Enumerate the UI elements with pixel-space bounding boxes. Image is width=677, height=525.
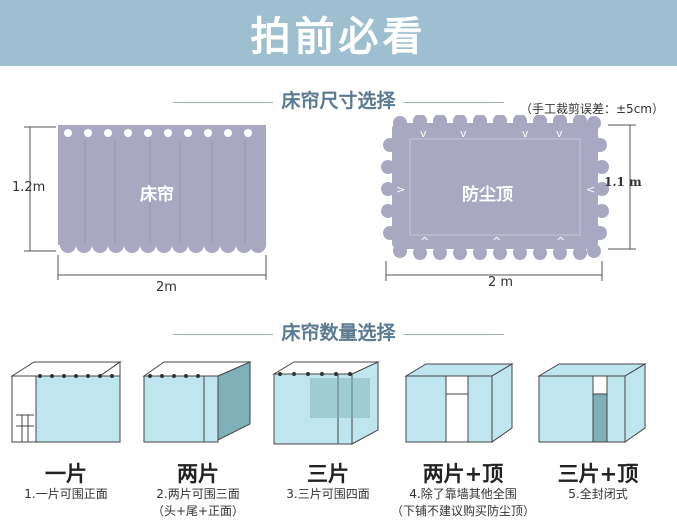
option-3-illustration xyxy=(272,361,380,445)
svg-text:<: < xyxy=(586,183,595,196)
option-5-desc-line1: 5.全封闭式 xyxy=(568,487,628,501)
svg-text:^: ^ xyxy=(492,235,501,248)
divider xyxy=(173,101,274,103)
option-1-illustration xyxy=(10,361,122,443)
svg-text:^: ^ xyxy=(556,235,565,248)
option-5-title: 三片+顶 xyxy=(557,462,639,486)
canopy-width-label: 2 m xyxy=(488,275,514,290)
option-4-desc-line2: （下铺不建议购买防尘顶） xyxy=(390,504,535,518)
option-2-illustration xyxy=(142,361,252,443)
svg-text:>: > xyxy=(396,183,405,196)
option-4-title: 两片+顶 xyxy=(422,462,504,486)
size-section-label: 床帘尺寸选择 xyxy=(281,90,396,112)
option-4-desc: 4.除了靠墙其他全围 （下铺不建议购买防尘顶） xyxy=(388,486,538,520)
svg-text:v: v xyxy=(522,127,529,140)
header-banner: 拍前必看 xyxy=(0,0,677,66)
svg-text:v: v xyxy=(420,127,427,140)
option-2-desc-line1: 2.两片可围三面 xyxy=(156,487,240,501)
svg-text:v: v xyxy=(460,127,467,140)
option-1-desc-line1: 1.一片可围正面 xyxy=(24,487,108,501)
option-3-title: 三片 xyxy=(307,462,349,486)
tolerance-note: （手工裁剪误差：±5cm） xyxy=(520,102,664,116)
option-3-desc-line1: 3.三片可围四面 xyxy=(286,487,370,501)
curtain-width-label: 2m xyxy=(156,280,177,295)
option-3-desc: 3.三片可围四面 xyxy=(253,486,403,503)
divider xyxy=(173,333,274,335)
option-2-title: 两片 xyxy=(177,462,219,486)
curtain-label: 床帘 xyxy=(140,185,174,205)
svg-text:v: v xyxy=(556,127,563,140)
canopy-size-diagram: v v v v ^ ^ ^ > < xyxy=(381,115,636,281)
option-4-illustration xyxy=(404,363,514,443)
divider xyxy=(403,333,504,335)
option-2-desc: 2.两片可围三面 （头+尾+正面） xyxy=(123,486,273,520)
option-2-desc-line2: （头+尾+正面） xyxy=(151,504,245,518)
qty-section-title: 床帘数量选择 xyxy=(0,318,677,345)
option-1-title: 一片 xyxy=(45,462,87,486)
curtain-height-label: 1.2m xyxy=(12,180,46,195)
divider xyxy=(403,101,504,103)
canopy-height-label: 1.1 m xyxy=(604,175,642,189)
banner-title: 拍前必看 xyxy=(250,14,427,60)
canopy-label: 防尘顶 xyxy=(462,185,513,205)
option-5-illustration xyxy=(537,363,647,443)
curtain-size-diagram xyxy=(24,125,267,280)
option-1-desc: 1.一片可围正面 xyxy=(0,486,141,503)
svg-text:^: ^ xyxy=(420,235,429,248)
size-section-title: 床帘尺寸选择 xyxy=(0,86,677,113)
option-4-desc-line1: 4.除了靠墙其他全围 xyxy=(409,487,517,501)
option-5-desc: 5.全封闭式 xyxy=(523,486,673,503)
qty-section-label: 床帘数量选择 xyxy=(281,322,396,344)
